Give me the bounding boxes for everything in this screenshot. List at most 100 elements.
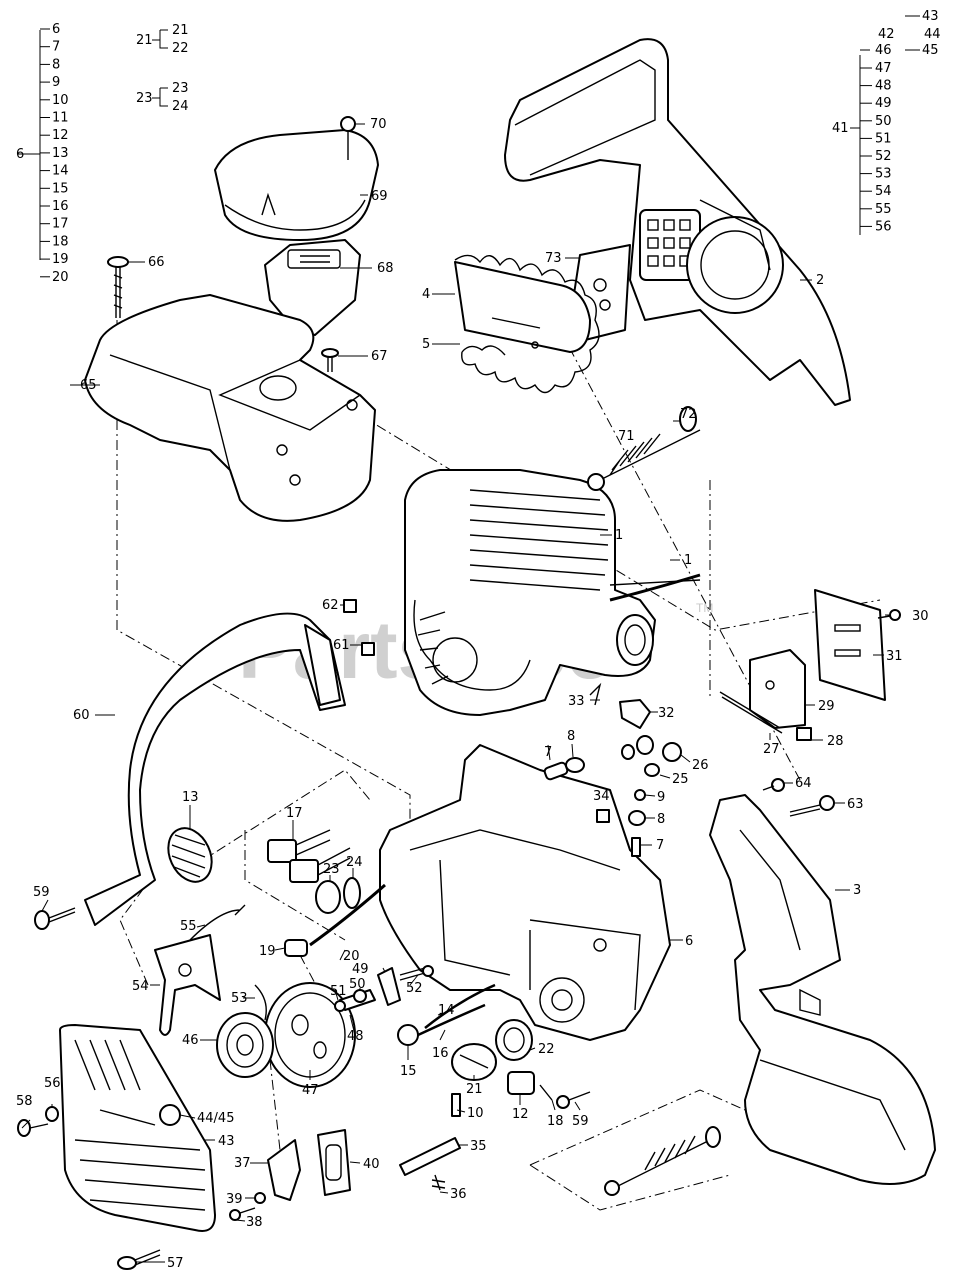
screw-part-70[interactable] [340,116,356,160]
spring-part-36[interactable] [431,1174,446,1191]
washer-part-56[interactable] [45,1106,59,1122]
spring-part-71[interactable] [587,429,701,491]
callout-46: 46 [182,1033,199,1048]
index-left-item-7: 7 [52,40,60,55]
callout-52: 52 [406,981,423,996]
nut-part-62[interactable] [343,599,357,613]
clip-part-18[interactable] [539,1084,553,1101]
saw-chain-part-5[interactable] [454,254,600,394]
ignition-module-part-54[interactable] [154,934,221,1036]
screw-part-59b[interactable] [556,1091,591,1109]
clip-part-34[interactable] [596,809,610,823]
fuel-cap-part-21[interactable] [451,1043,497,1081]
bracket-part-40[interactable] [317,1129,351,1196]
index-left-item-20: 20 [52,270,69,285]
hose-part-16[interactable] [417,1003,486,1037]
star-washer-part-9[interactable] [634,789,646,801]
callout-7a: 7 [544,745,552,760]
rear-handle-part-3[interactable] [709,794,936,1185]
screw-part-52[interactable] [399,965,434,981]
washer-part-39[interactable] [254,1192,266,1204]
valve-part-23[interactable] [315,880,341,914]
filter-part-12[interactable] [507,1071,535,1095]
callout-71: 71 [618,429,635,444]
screw-part-67[interactable] [321,348,339,372]
pin-part-10[interactable] [451,1093,461,1117]
callout-2: 2 [816,273,824,288]
callout-38: 38 [246,1215,263,1230]
guide-bar-part-4[interactable] [454,261,591,353]
plate-part-31[interactable] [814,589,886,701]
callout-9: 9 [657,790,665,805]
hose-part-14[interactable] [424,983,496,1029]
sleeve-part-7b[interactable] [631,837,641,857]
engine-cylinder-part-1[interactable] [404,469,701,716]
bushing-part-8a[interactable] [565,757,585,773]
screw-part-57[interactable] [117,1249,161,1270]
callout-60: 60 [73,708,90,723]
wire-part-53[interactable] [254,984,267,1021]
callout-24: 24 [346,855,363,870]
nut-part-61[interactable] [361,642,375,656]
index-right-item-52: 52 [875,149,892,164]
washer-part-26[interactable] [621,735,682,762]
index-group-21-child-2: 22 [172,41,189,56]
callout-36: 36 [450,1187,467,1202]
screw-part-59a[interactable] [34,907,76,930]
screw-part-38[interactable] [229,1207,256,1221]
callout-62: 62 [322,598,339,613]
adjuster-part-27[interactable] [719,691,783,734]
nut-part-28[interactable] [796,727,812,741]
bracket-part-49[interactable] [377,967,401,1006]
index-left-item-10: 10 [52,93,69,108]
callout-44-45: 44/45 [197,1111,234,1126]
bolt-part-17b[interactable] [289,847,351,883]
top-cover-part-65[interactable] [84,294,376,522]
index-right-46: 46 [875,43,892,58]
index-left-item-11: 11 [52,111,69,126]
callout-69: 69 [371,189,388,204]
primer-part-15[interactable] [397,1024,419,1046]
screw-part-64[interactable] [762,778,785,792]
fuel-hose-part-1b[interactable] [609,573,701,602]
gasket-part-24[interactable] [343,877,361,909]
callout-16: 16 [432,1046,449,1061]
crankcase-part-6[interactable] [379,744,671,1041]
index-left-item-15: 15 [52,181,69,196]
index-left-item-9: 9 [52,75,60,90]
rear-handle-cover-part-2[interactable] [504,38,851,406]
bolt-part-17[interactable] [267,829,331,863]
washer-part-25[interactable] [644,763,660,777]
fitting-part-19[interactable] [284,939,308,957]
bracket-part-32[interactable] [619,699,651,729]
washer-part-72[interactable] [679,406,697,432]
index-right-item-55: 55 [875,202,892,217]
air-filter-part-68[interactable] [264,239,361,336]
callout-14: 14 [438,1003,455,1018]
index-right-44: 44 [924,27,941,42]
callout-20: 20 [343,949,360,964]
index-group-21: 21 21 22 [136,23,189,56]
lever-part-35[interactable] [399,1137,461,1176]
pin-part-33[interactable] [589,682,602,706]
hose-part-20[interactable] [309,883,386,947]
lower-buffer-spring[interactable] [604,1126,721,1196]
screw-part-58[interactable] [17,1119,49,1137]
callout-55: 55 [180,919,197,934]
bushing-part-8b[interactable] [628,810,646,826]
bracket-part-37[interactable] [267,1139,301,1201]
front-handlebar-part-60[interactable] [84,612,346,926]
callout-57: 57 [167,1256,184,1271]
starter-housing-part-43[interactable] [59,1024,216,1232]
screw-part-63[interactable] [789,795,835,817]
screw-part-66[interactable] [107,256,129,318]
spring-part-13[interactable] [160,821,220,889]
filter-cover-part-69[interactable] [214,129,379,241]
washer-part-51[interactable] [334,1000,346,1012]
index-left-item-16: 16 [52,199,69,214]
gasket-part-22[interactable] [495,1019,533,1061]
recoil-spring-part-46[interactable] [216,1012,274,1078]
spark-wire-part-55[interactable] [189,904,246,941]
cover-plate-part-29[interactable] [749,649,806,729]
index-right-item-51: 51 [875,131,892,146]
